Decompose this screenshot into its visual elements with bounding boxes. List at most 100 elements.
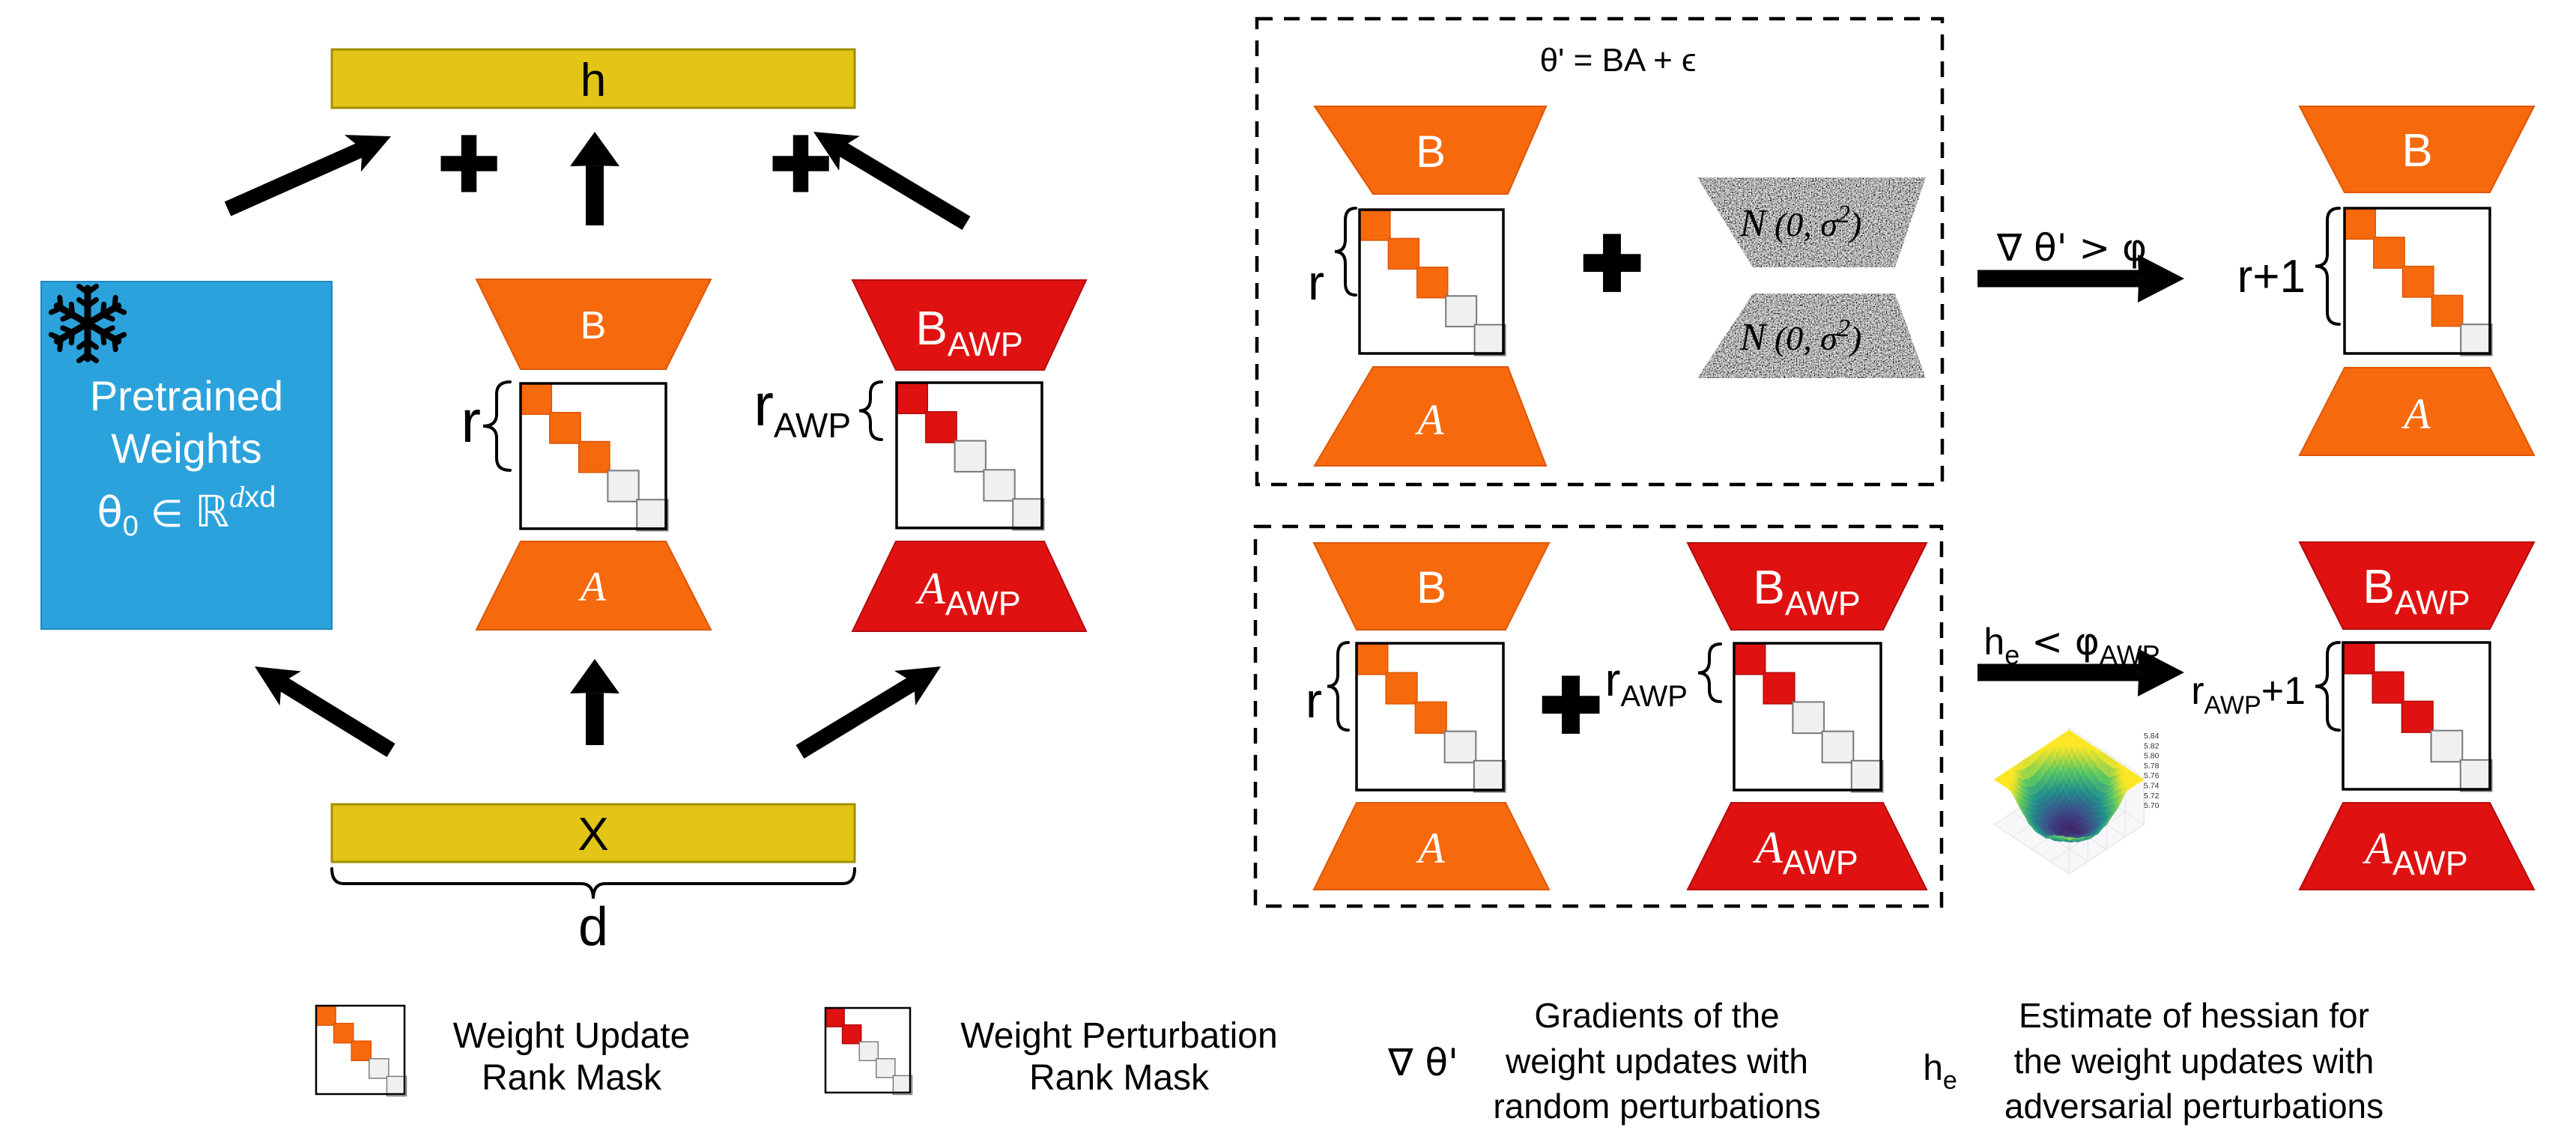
gaussian-n-symbol-2: N (1739, 316, 1769, 359)
adv-rank-r-label: r (1306, 672, 1322, 728)
pretrained-weights-formula: θ0 ∈ ℝdxd (97, 480, 276, 542)
rank-mask-cell-free (607, 470, 640, 502)
awp-a-label: AAWP (915, 564, 1021, 622)
rand-weight-update-rank-mask (1358, 208, 1506, 356)
adv-plus-operator: + (1542, 647, 1601, 760)
rank-mask-cell-free (983, 469, 1016, 502)
dimension-label: d (578, 897, 608, 957)
gaussian-sup: 2 (1837, 201, 1850, 228)
lora-awp-overview: h + + Pretrained Weights θ0 ∈ ℝdxd B A r… (40, 48, 1088, 957)
rank-mask-border (824, 1006, 912, 1094)
rank-mask-border (1733, 642, 1882, 792)
adv-awp-a-label: AAWP (1752, 823, 1858, 881)
rand-lora-a-label: A (1414, 395, 1444, 444)
legend-hessian-subscript: e (1943, 1066, 1957, 1095)
random-perturbation-dashed-box (1255, 16, 1945, 487)
rank-mask-cell-perturb (1733, 643, 1766, 675)
snowflake-branch (85, 283, 99, 296)
rank-mask-cell-free (369, 1058, 390, 1079)
noise-top-label: N (0, σ2) (1739, 201, 1862, 245)
rand-rank-r-brace (1334, 207, 1357, 297)
superscript-xd: xd (244, 481, 276, 514)
rank-mask-cell-update (1385, 672, 1418, 705)
legend-hessian-symbol: he (1923, 1048, 1957, 1095)
snowflake-branch (76, 338, 91, 350)
arrow-shaft (277, 676, 396, 757)
legend-hessian-line1: Estimate of hessian for (2019, 996, 2369, 1035)
legend-gradient-line3: random perturbations (1493, 1087, 1820, 1126)
rank-r-label: r (461, 388, 481, 455)
snowflake-branch (48, 332, 64, 342)
rank-rawp-plus-1-subscript: AWP (2204, 691, 2261, 720)
arrow-head (813, 132, 860, 171)
rank-r-brace (482, 380, 512, 472)
arrow-head (570, 132, 619, 166)
gaussian-close-2: ) (1848, 319, 1861, 357)
legend-hessian-h: h (1923, 1048, 1943, 1088)
rank-mask-cell-free (1012, 498, 1045, 531)
hessian-lt-phi: < φ (2019, 620, 2100, 663)
rank-mask-cell-update (315, 1005, 336, 1026)
awp-b-main: B (915, 301, 948, 355)
rank-mask-cell-update (2344, 207, 2377, 240)
adv-rank-rawp-main: r (1605, 654, 1621, 706)
rank-rawp-label: rAWP (754, 371, 851, 445)
adversarial-perturbation-dashed-box (1253, 524, 1944, 908)
snowflake-icon (48, 283, 127, 364)
gaussian-sup-2: 2 (1837, 315, 1850, 342)
gaussian-n-symbol: N (1739, 202, 1769, 245)
awp-a-trapezoid (851, 541, 1088, 632)
reals-symbol: ℝ (195, 486, 229, 537)
pretrained-label-line2: Weights (111, 425, 261, 472)
gaussian-args-2: (0, σ (1766, 319, 1839, 357)
surface-z-tick: 5.70 (2144, 801, 2160, 810)
rank-mask-cell-update (520, 383, 553, 416)
adv-result-b-subscript: AWP (2395, 583, 2470, 622)
plus-operator-right: + (770, 103, 831, 221)
rank-mask-cell-update (1416, 267, 1449, 299)
rank-mask-border (895, 381, 1043, 529)
rank-mask-cell-free (1792, 701, 1825, 735)
rank-mask-cell-perturb (896, 382, 929, 415)
arrow-x-to-lora (570, 659, 619, 745)
theta-symbol: θ (97, 488, 123, 537)
rank-rawp-main: r (754, 371, 774, 438)
snowflake-branch (85, 297, 99, 309)
adv-awp-a-subscript: AWP (1783, 843, 1858, 881)
snowflake-branch (60, 325, 76, 335)
input-bar-x (330, 803, 856, 863)
rank-mask-cell-update (549, 412, 581, 444)
rank-rawp-subscript: AWP (774, 406, 851, 445)
rank-mask-cell-free (2460, 324, 2493, 356)
arrow-x-to-pretrained (255, 666, 396, 757)
rank-mask-cell-perturb (2372, 671, 2404, 704)
arrow-head (2138, 255, 2184, 303)
adv-lora-a-trapezoid (1312, 802, 1551, 890)
superscript-d-italic: d (229, 480, 245, 514)
rank-rawp-plus-1-brace (2315, 641, 2341, 732)
rand-result-b-label: B (2401, 125, 2432, 177)
gradient-threshold-label: ∇ θ' > φ (1996, 226, 2147, 270)
output-bar-label: h (581, 55, 606, 106)
adv-lora-b-trapezoid (1312, 542, 1551, 631)
adv-awp-b-label: BAWP (1753, 560, 1861, 622)
rand-lora-b-trapezoid (1313, 106, 1548, 195)
rank-mask-cell-perturb (825, 1007, 845, 1027)
arrow-shaft (836, 141, 971, 231)
legend-weight-update-line1: Weight Update (453, 1016, 691, 1056)
pretrained-label-line1: Pretrained (90, 372, 283, 419)
legend-weight-update-mask-icon (315, 1004, 407, 1097)
rank-mask-border (1355, 642, 1505, 792)
rand-rank-r-label: r (1308, 255, 1324, 310)
pretrained-weights-box (40, 281, 333, 630)
adv-result-b-trapezoid (2298, 541, 2536, 630)
awp-b-label: BAWP (915, 301, 1023, 363)
surface-z-tick: 5.84 (2144, 732, 2160, 741)
arrow-awp-to-h (813, 132, 971, 231)
legend-weight-perturbation-mask-icon (824, 1006, 913, 1096)
rank-mask-cell-free (858, 1041, 879, 1062)
awp-b-trapezoid (851, 279, 1088, 371)
arrow-lora-to-h (570, 132, 619, 225)
adv-result-b-main: B (2363, 559, 2395, 613)
